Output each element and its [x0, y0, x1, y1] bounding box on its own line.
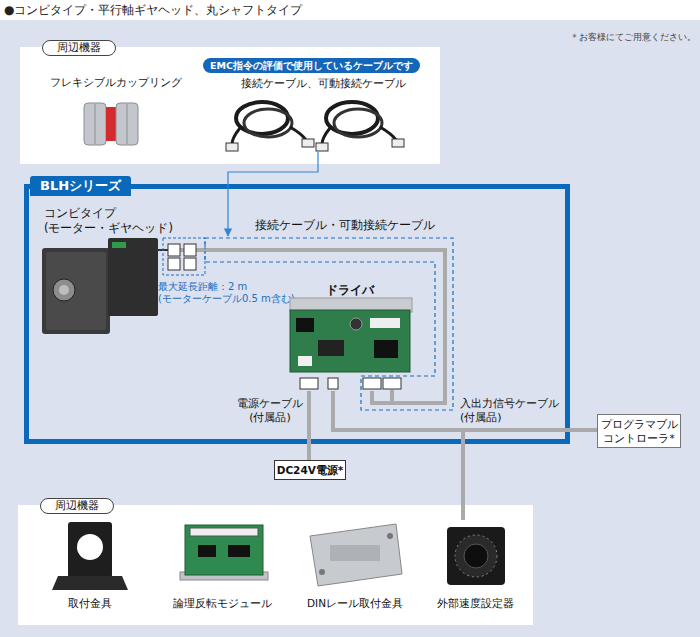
- cable-plug: [392, 139, 404, 147]
- badge-text: EMC指令の評価で使用しているケーブルです: [203, 58, 420, 73]
- part-name: 接続ケーブル、可動接続ケーブル: [218, 76, 428, 90]
- bracket-hole: [387, 533, 393, 539]
- motor-label: [112, 242, 126, 248]
- cable-name: 接続ケーブル・可動接続ケーブル: [255, 218, 435, 233]
- capacitor: [350, 318, 362, 330]
- cable-label: 電源ケーブル (付属品): [230, 397, 310, 425]
- part-name: 論理反転モジュール: [167, 597, 277, 611]
- cable-line: [175, 250, 445, 403]
- peripheral-panel: 周辺機器EMC指令の評価で使用しているケーブルです接続ケーブル、可動接続ケーブル: [20, 47, 440, 164]
- dial-scale: [455, 535, 497, 577]
- panel-tab: 周辺機器: [40, 498, 114, 514]
- part-name: DINレール取付金具: [300, 597, 410, 611]
- diagram-title: ●コンビタイプ・平行軸ギヤヘッド、丸シャフトタイプ: [4, 2, 302, 18]
- panel-tab: 周辺機器: [42, 40, 116, 56]
- connector: [184, 258, 196, 270]
- cable-coil: [334, 109, 382, 137]
- board-part: [318, 340, 344, 356]
- board-part: [296, 318, 314, 332]
- connector: [328, 378, 338, 389]
- cable-end: [380, 127, 396, 140]
- cable-line: [333, 391, 463, 520]
- output-shaft: [59, 285, 69, 295]
- bracket-plate: [68, 522, 112, 578]
- dashed-outline: [203, 236, 455, 412]
- bracket-base: [52, 576, 128, 590]
- cable-end: [322, 128, 330, 144]
- board-part: [370, 318, 400, 328]
- setter-panel: [447, 527, 505, 585]
- board-part: [228, 545, 250, 557]
- series-tab: BLHシリーズ: [30, 176, 131, 196]
- controller-box: プログラマブル コントローラ*: [597, 414, 681, 448]
- cable-branch: [372, 390, 392, 403]
- motor-lead: [156, 249, 168, 251]
- cable-route: 接続ケーブル・可動接続ケーブル: [203, 236, 455, 412]
- coupling-spider: [106, 107, 116, 141]
- dial-knob: [464, 544, 488, 568]
- cable-coil: [326, 102, 378, 134]
- bracket-hole: [319, 569, 325, 575]
- cable-coil: [244, 109, 292, 137]
- unit-name: ドライバ: [286, 283, 414, 297]
- coupling-slit: [127, 104, 128, 144]
- connector: [300, 378, 318, 389]
- footnote: ＊お客様にてご用意ください。: [548, 31, 696, 44]
- board-part: [198, 545, 216, 557]
- cable-plug: [302, 139, 314, 147]
- motor-unit: コンビタイプ (モーター・ギヤヘッド): [40, 206, 175, 336]
- motor-body: [108, 238, 158, 316]
- box-text: DC24V電源*: [275, 461, 345, 479]
- dashed-outline: [163, 238, 205, 275]
- heatsink: [290, 298, 412, 312]
- bracket-hole: [77, 534, 103, 560]
- cable-line: [307, 391, 311, 460]
- emc-badge: EMC指令の評価で使用しているケーブルです: [203, 58, 420, 73]
- reference-arrow: [228, 152, 318, 236]
- din-rail: [180, 572, 268, 580]
- backdrop: [0, 20, 700, 637]
- connector: [383, 378, 401, 389]
- coupling-hub: [116, 103, 138, 145]
- board-part: [298, 356, 312, 366]
- cable-label: 入出力信号ケーブル (付属品): [460, 397, 580, 425]
- terminal-block: [190, 528, 258, 536]
- circuit-board: [290, 310, 410, 372]
- coupling-slit: [95, 104, 96, 144]
- cable-line: [333, 391, 597, 430]
- output-shaft: [53, 279, 75, 301]
- speed-setter: 外部速度設定器: [430, 520, 520, 615]
- part-name: 取付金具: [45, 597, 135, 611]
- part-name: 外部速度設定器: [430, 597, 520, 611]
- cable-coil: [236, 102, 288, 134]
- driver-unit: ドライバ: [286, 283, 414, 391]
- cable-plug: [316, 143, 328, 151]
- length-note: 最大延長距離：2 m (モーターケーブル0.5 m含む): [158, 281, 298, 305]
- coupling-hub: [84, 103, 106, 145]
- power-box: DC24V電源*: [274, 460, 346, 480]
- connector: [168, 244, 180, 256]
- cable-item: 接続ケーブル、可動接続ケーブル: [218, 76, 428, 152]
- box-text: プログラマブル コントローラ*: [598, 415, 680, 445]
- cable-end: [290, 127, 306, 140]
- rail-slot: [330, 545, 380, 561]
- gearhead-face: [46, 252, 106, 330]
- cable-end: [232, 128, 240, 144]
- board-part: [374, 340, 398, 358]
- product-name: コンビタイプ (モーター・ギヤヘッド): [44, 206, 179, 236]
- module-board: [185, 525, 263, 575]
- dashed-outline: [205, 238, 453, 410]
- connector: [168, 258, 180, 270]
- rail-bracket: [310, 524, 402, 586]
- connector: [363, 378, 381, 389]
- gearhead-body: [42, 248, 110, 334]
- part-name: フレキシブルカップリング: [48, 76, 184, 90]
- connector: [184, 244, 196, 256]
- cable-plug: [226, 143, 238, 151]
